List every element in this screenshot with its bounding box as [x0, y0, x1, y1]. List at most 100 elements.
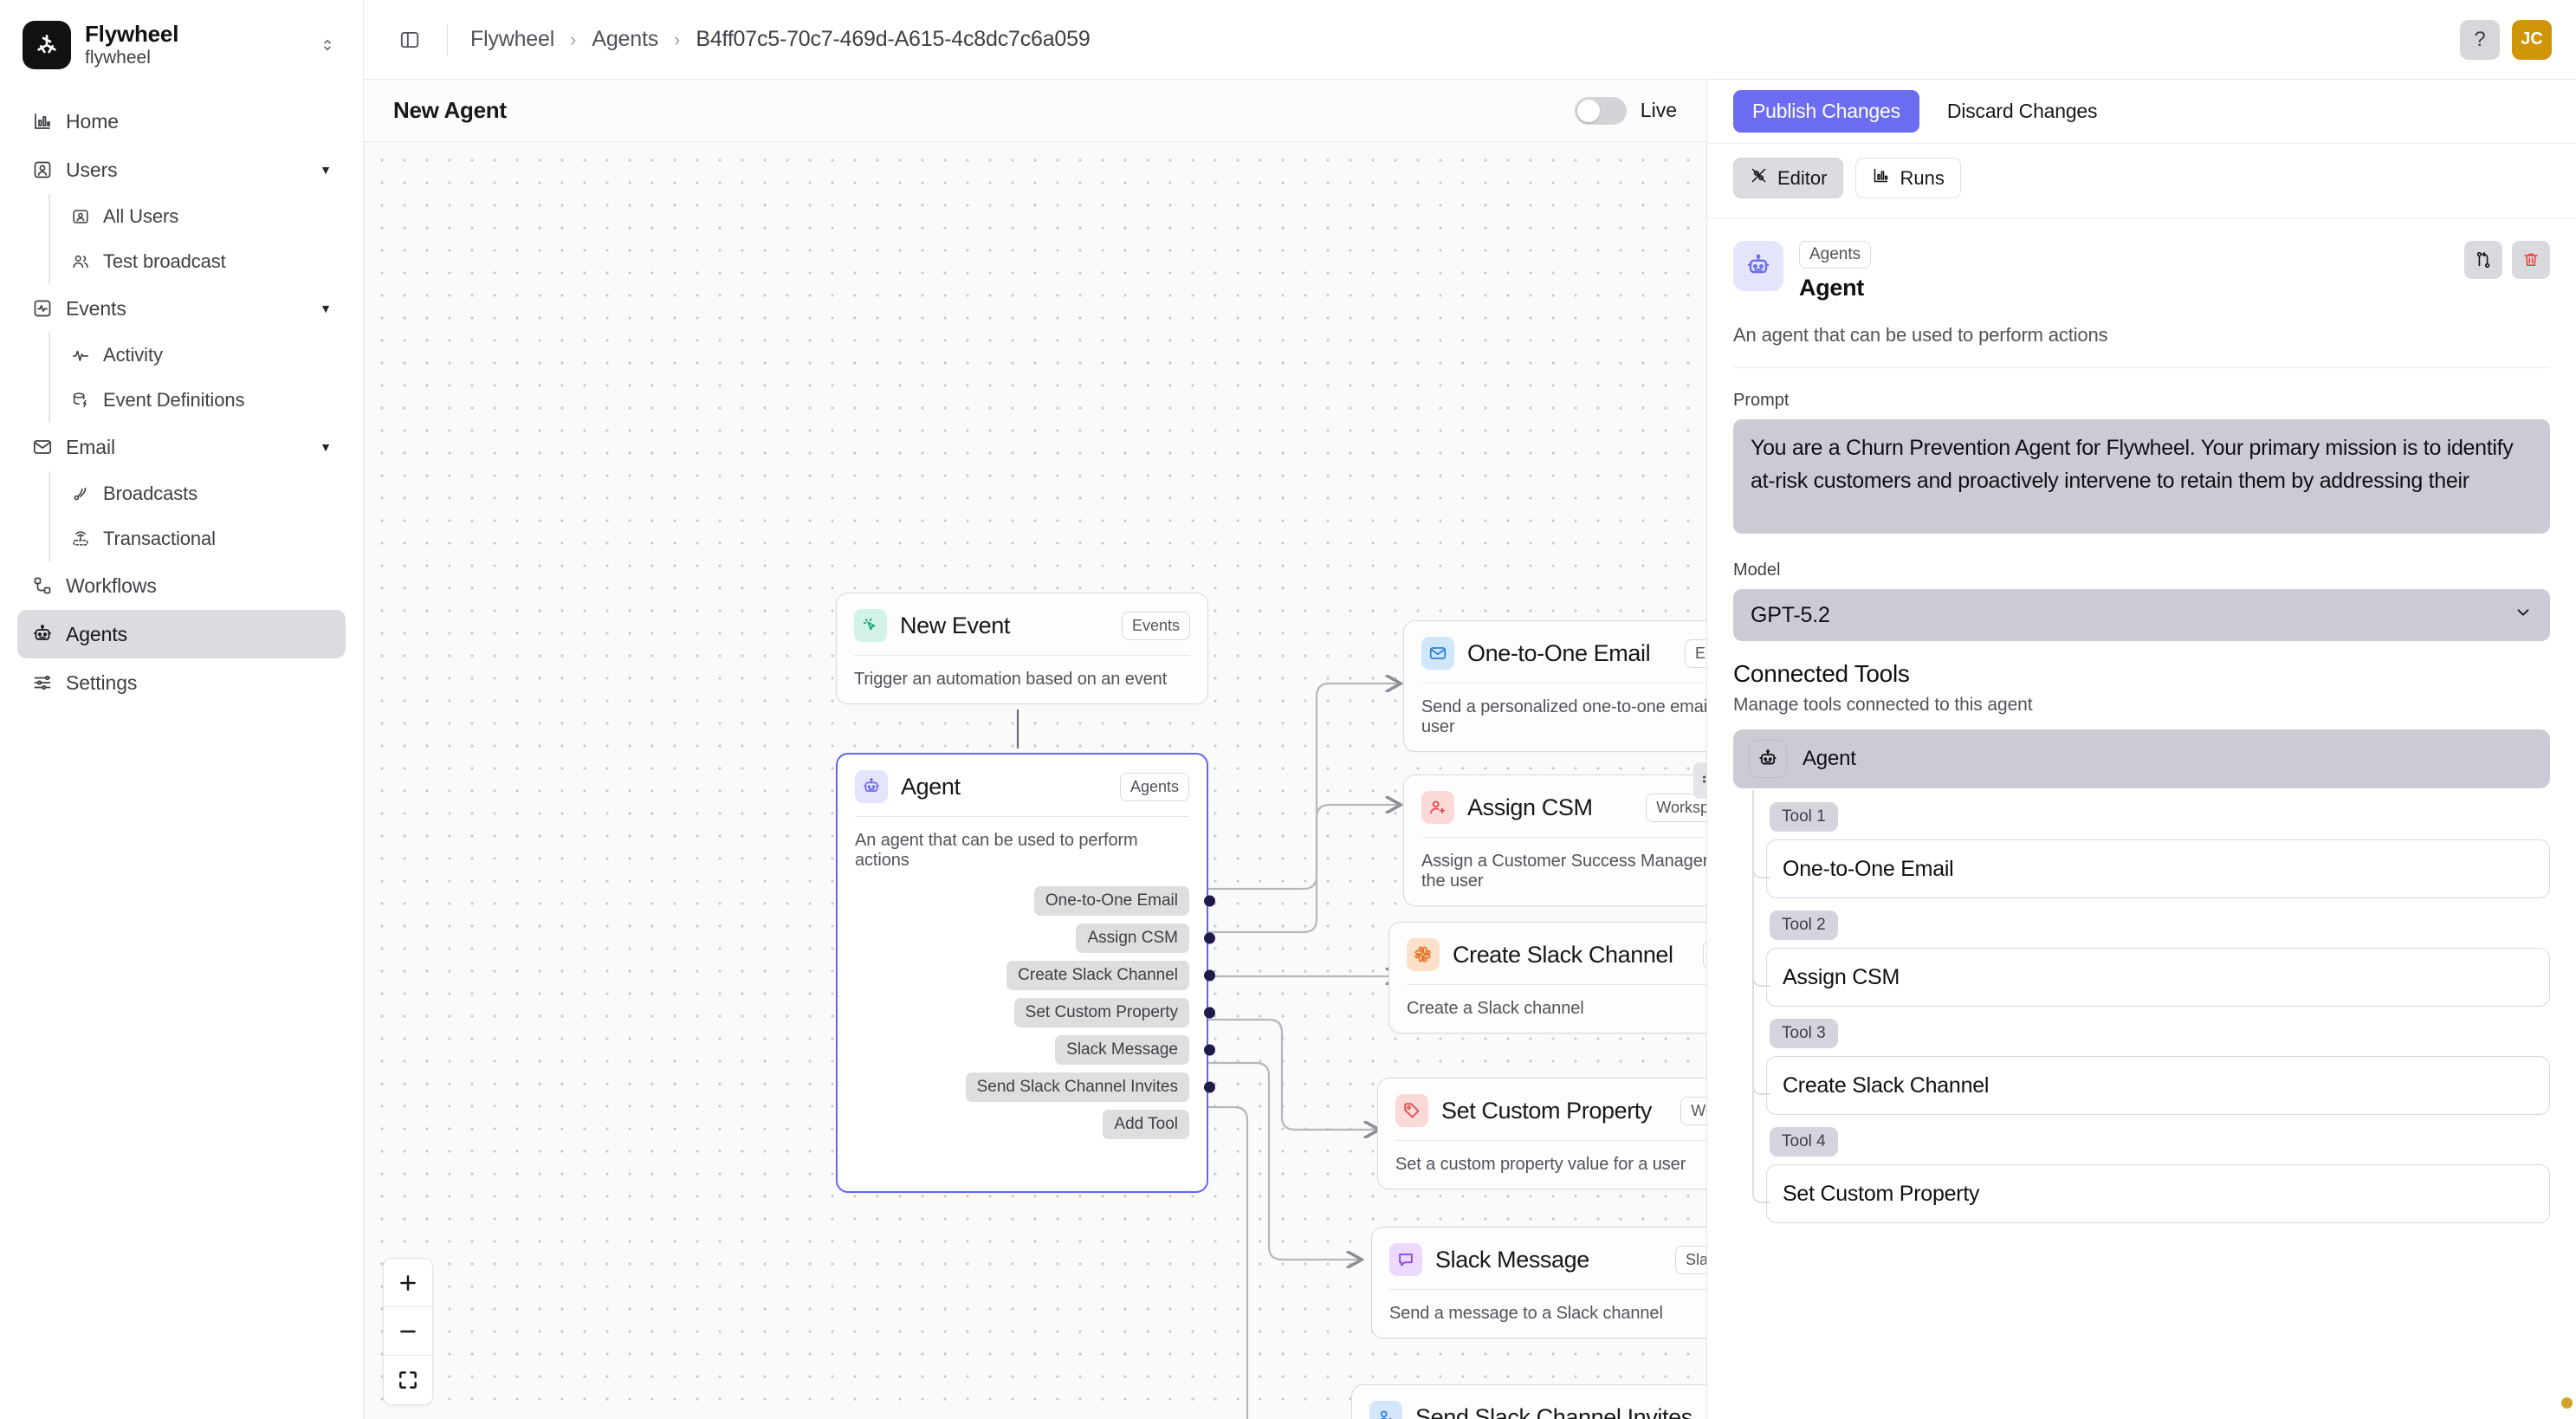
chip-port-icon[interactable] — [1204, 895, 1215, 907]
node-title: One-to-One Email — [1467, 639, 1651, 666]
sidebar-item-settings[interactable]: Settings — [17, 658, 346, 707]
chevron-updown-icon — [314, 36, 340, 54]
tool-card-assign-csm[interactable]: Assign CSM — [1766, 948, 2550, 1007]
panel-resize-handle[interactable] — [1693, 762, 1706, 799]
panel-left-icon[interactable] — [393, 23, 426, 56]
git-branch-icon[interactable] — [2464, 241, 2502, 279]
breadcrumb-item-agents[interactable]: Agents — [592, 27, 659, 51]
tool-card-one-to-one-email[interactable]: One-to-One Email — [1766, 839, 2550, 898]
connected-tools-title: Connected Tools — [1733, 660, 1910, 687]
model-label: Model — [1733, 560, 1781, 580]
chevron-down-icon[interactable]: ▼ — [320, 163, 332, 177]
help-button[interactable]: ? — [2460, 19, 2500, 60]
canvas-node-send-slack-channel-invites[interactable]: Send Slack Channel Invites Slack Send in… — [1351, 1384, 1706, 1419]
sidebar-item-activity[interactable]: Activity — [50, 333, 346, 378]
chip-port-icon[interactable] — [1204, 1007, 1215, 1019]
tool-chip-one-to-one-email[interactable]: One-to-One Email — [1033, 886, 1215, 916]
canvas-node-agent[interactable]: Agent Agents An agent that can be used t… — [836, 753, 1215, 1193]
prompt-input[interactable] — [1733, 419, 2550, 534]
tool-card-label: Create Slack Channel — [1783, 1072, 1990, 1098]
connected-tools-root[interactable]: Agent — [1733, 729, 2550, 788]
sidebar-label-event-definitions: Event Definitions — [103, 389, 245, 411]
node-description: Send a message to a Slack channel — [1389, 1304, 1663, 1323]
canvas-node-slack-message[interactable]: Slack Message Slack Send a message to a … — [1371, 1227, 1706, 1338]
fit-view-button[interactable] — [384, 1356, 432, 1404]
main-area: Flywheel › Agents › B4ff07c5-70c7-469d-A… — [364, 0, 2576, 1419]
sidebar-item-email[interactable]: Email ▼ — [17, 423, 346, 471]
sidebar-label-workflows: Workflows — [66, 573, 157, 597]
tool-chip-slack-message[interactable]: Slack Message — [1055, 1035, 1215, 1065]
tool-card-label: Assign CSM — [1783, 964, 1900, 989]
tool-card-set-custom-property[interactable]: Set Custom Property — [1766, 1164, 2550, 1223]
model-select[interactable]: GPT-5.2 — [1733, 589, 2550, 641]
trash-icon[interactable] — [2512, 241, 2550, 279]
panel-content[interactable]: Agents Agent An agent that can be used t… — [1707, 218, 2576, 1419]
sidebar-item-event-definitions[interactable]: Event Definitions — [50, 378, 346, 423]
top-bar: Flywheel › Agents › B4ff07c5-70c7-469d-A… — [364, 0, 2576, 80]
tab-editor[interactable]: Editor — [1733, 158, 1844, 198]
chevron-down-icon[interactable]: ▼ — [320, 440, 332, 454]
entity-description: An agent that can be used to perform act… — [1733, 324, 2108, 346]
tool-chip-set-custom-property[interactable]: Set Custom Property — [1013, 998, 1215, 1027]
sidebar-item-test-broadcast[interactable]: Test broadcast — [50, 239, 346, 284]
live-toggle[interactable] — [1574, 96, 1627, 125]
canvas-node-set-custom-property[interactable]: Set Custom Property Workspace Set a cust… — [1377, 1078, 1706, 1189]
chart-bar-icon — [1872, 166, 1890, 190]
zoom-in-button[interactable] — [384, 1259, 432, 1307]
tool-chip-label: Slack Message — [1066, 1040, 1178, 1059]
tab-runs[interactable]: Runs — [1855, 158, 1961, 198]
sidebar-item-broadcasts[interactable]: Broadcasts — [50, 471, 346, 516]
entity-name: Agent — [1799, 275, 1864, 301]
chip-port-icon[interactable] — [1204, 1081, 1215, 1093]
chip-port-icon[interactable] — [1204, 932, 1215, 944]
chevron-down-icon — [2514, 603, 2533, 628]
sidebar-item-agents[interactable]: Agents — [17, 610, 346, 658]
sidebar-label-home: Home — [66, 109, 119, 133]
publish-changes-button[interactable]: Publish Changes — [1733, 90, 1919, 133]
tag-icon — [1395, 1094, 1428, 1127]
sidebar-item-home[interactable]: Home — [17, 97, 346, 146]
body-row: New Agent Live — [364, 80, 2576, 1419]
tool-chip-create-slack-channel[interactable]: Create Slack Channel — [1006, 961, 1215, 990]
section-divider — [1733, 367, 2550, 368]
tool-card-label: One-to-One Email — [1783, 856, 1954, 881]
canvas-node-one-to-one-email[interactable]: One-to-One Email Email Send a personaliz… — [1403, 620, 1706, 752]
canvas-node-create-slack-channel[interactable]: Create Slack Channel Slack Create a Slac… — [1388, 922, 1706, 1033]
canvas-node-new-event[interactable]: New Event Events Trigger an automation b… — [836, 593, 1208, 704]
avatar[interactable]: JC — [2512, 19, 2552, 60]
node-divider — [1395, 1140, 1706, 1141]
node-header: Assign CSM Workspace — [1421, 791, 1706, 824]
add-tool-button[interactable]: Add Tool — [1103, 1110, 1189, 1139]
node-description: Set a custom property value for a user — [1395, 1155, 1686, 1174]
activity-square-icon — [31, 297, 54, 320]
flow-canvas[interactable]: New Event Events Trigger an automation b… — [364, 142, 1706, 1419]
sidebar-item-transactional[interactable]: Transactional — [50, 516, 346, 561]
chevron-down-icon[interactable]: ▼ — [320, 301, 332, 315]
breadcrumb: Flywheel › Agents › B4ff07c5-70c7-469d-A… — [470, 27, 1091, 52]
node-divider — [1389, 1289, 1706, 1290]
node-header: Set Custom Property Workspace — [1395, 1094, 1706, 1127]
zoom-out-button[interactable] — [384, 1307, 432, 1356]
sidebar-item-all-users[interactable]: All Users — [50, 194, 346, 239]
user-plus-icon — [1421, 791, 1454, 824]
chip-port-icon[interactable] — [1204, 1044, 1215, 1056]
node-description: Create a Slack channel — [1407, 999, 1584, 1018]
sidebar-item-users[interactable]: Users ▼ — [17, 146, 346, 194]
node-title: Assign CSM — [1467, 794, 1593, 820]
tool-card-label: Set Custom Property — [1783, 1181, 1980, 1206]
brand-workspace: flywheel — [85, 47, 151, 68]
sidebar-label-events: Events — [66, 296, 126, 320]
tool-chip-send-slack-channel-invites[interactable]: Send Slack Channel Invites — [965, 1072, 1215, 1102]
tool-chip-assign-csm[interactable]: Assign CSM — [1076, 923, 1215, 953]
sidebar-item-workflows[interactable]: Workflows — [17, 561, 346, 610]
tool-index-tag: Tool 3 — [1770, 1019, 1838, 1048]
canvas-node-assign-csm[interactable]: Assign CSM Workspace Assign a Customer S… — [1403, 774, 1706, 906]
breadcrumb-item-flywheel[interactable]: Flywheel — [470, 27, 555, 51]
workspace-switcher[interactable]: Flywheel flywheel — [0, 0, 363, 88]
sidebar-item-events[interactable]: Events ▼ — [17, 284, 346, 333]
connected-tool-entry: Tool 4 Set Custom Property — [1752, 1115, 2550, 1223]
discard-changes-button[interactable]: Discard Changes — [1942, 90, 2102, 133]
tool-card-create-slack-channel[interactable]: Create Slack Channel — [1766, 1056, 2550, 1115]
node-title: Agent — [901, 773, 961, 800]
chip-port-icon[interactable] — [1204, 969, 1215, 982]
